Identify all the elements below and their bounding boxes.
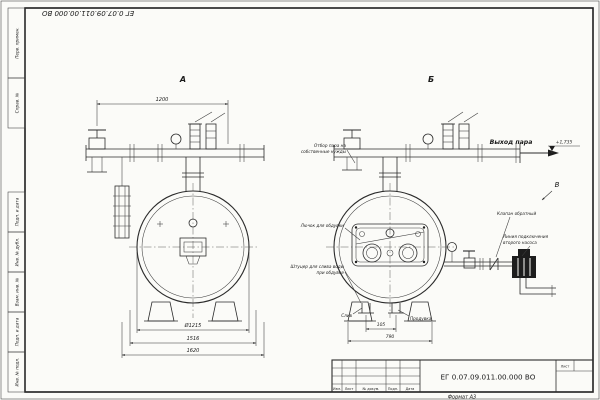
title-block: Изм. Лист № докум. Подп. Дата ЕГ 0.07.09… (331, 359, 594, 393)
view-b-gauge-icon (422, 133, 434, 149)
tb-sheet-label: Лист (561, 365, 570, 369)
view-a-legs (144, 301, 242, 322)
view-a-manifold (85, 144, 265, 162)
dim-105-text: 105 (377, 322, 386, 328)
view-a-stop-valve-icon (87, 129, 107, 173)
steam-outlet-callout: Выход пара +1,735 (490, 139, 580, 157)
tb-col-list: Лист (345, 387, 354, 391)
pump-line-label2: второго насоса (503, 240, 537, 245)
steam-outlet-text: Выход пара (490, 139, 533, 146)
left-annotations: Отбор пара на собственные нужды Лючок дл… (290, 143, 362, 304)
drain-stub-icon (358, 303, 374, 314)
right-annotations: Клапан обратный Линия подключения второг… (341, 211, 548, 321)
stamp-podp-data-2: Подп. и дата (15, 317, 20, 346)
dim-790-text: 790 (386, 334, 395, 340)
view-a-label: А (179, 75, 186, 84)
blowdown-stub-icon (388, 303, 404, 314)
view-b-stop-valve-icon (342, 129, 362, 171)
view-v-label: В (555, 181, 560, 189)
view-b-label: Б (428, 75, 434, 84)
stamp-podp-data-1: Подп. и дата (15, 197, 20, 226)
drain-fitting-line1: Штуцер для слива воды (290, 264, 344, 269)
stamp-perv-primen: Перв. примен. (15, 27, 20, 58)
view-b-vessel (326, 183, 454, 318)
dim-1516-text: 1516 (187, 336, 200, 342)
view-a-dimensions: Ø1215 1516 1620 (121, 252, 265, 358)
view-v-callout: В (541, 181, 560, 201)
top-doc-number: ЕГ 0.07.09.011.00.000 ВО (41, 9, 134, 17)
pump-icon (512, 249, 536, 278)
level-mark-text: +1,735 (556, 140, 573, 146)
level-gauge-column-icon (113, 157, 131, 239)
stamp-inv-dubl: Инв. № дубл. (15, 238, 20, 267)
view-a: А 1200 (85, 75, 265, 358)
view-b-nozzle (379, 157, 401, 192)
view-a-vessel (129, 183, 257, 318)
dim-1200: 1200 (96, 97, 229, 144)
stamp-inv-podl: Инв. № подл. (15, 358, 20, 387)
hatch-label: Лючок для обдувки (300, 223, 345, 228)
dim-1620-text: 1620 (187, 348, 200, 354)
format-label: Формат А3 (448, 395, 476, 400)
tb-col-izm: Изм. (333, 387, 341, 391)
stamp-vzam-inv: Взам. инв. № (15, 277, 20, 306)
tb-col-podp: Подп. (388, 387, 398, 391)
manhole-plate-icon (351, 223, 429, 267)
view-a-nozzle (182, 157, 204, 192)
left-stamp-column: Перв. примен. Справ. № Подп. и дата Инв.… (7, 7, 26, 393)
view-a-gauge-icon (170, 133, 182, 149)
stamp-sprav: Справ. № (15, 92, 20, 113)
drain-label: Слив (341, 313, 352, 318)
view-b: Б (290, 75, 580, 344)
steam-takeoff-line2: собственные нужды (301, 149, 347, 154)
view-b-manifold (333, 143, 521, 163)
drain-fitting-line2: при обдувке (316, 270, 344, 275)
tb-col-data: Дата (406, 387, 415, 391)
steam-takeoff-line1: Отбор пара на (314, 143, 346, 148)
view-b-dimensions: 105 790 (347, 315, 433, 344)
feed-piping (444, 242, 556, 297)
dim-diameter-text: Ø1215 (184, 322, 202, 329)
view-a-safety-valves-icon (188, 111, 226, 150)
view-b-safety-valves-icon (441, 111, 479, 150)
view-b-legs (344, 301, 436, 322)
tb-doc-number: ЕГ 0.07.09.011.00.000 ВО (441, 373, 536, 382)
blowdown-label: Продувка (410, 316, 432, 321)
check-valve-label: Клапан обратный (497, 211, 536, 216)
pump-line-label1: Линия подключения (502, 234, 549, 239)
dim-1200-text: 1200 (156, 97, 169, 103)
tb-col-docnum: № докум. (363, 387, 380, 391)
